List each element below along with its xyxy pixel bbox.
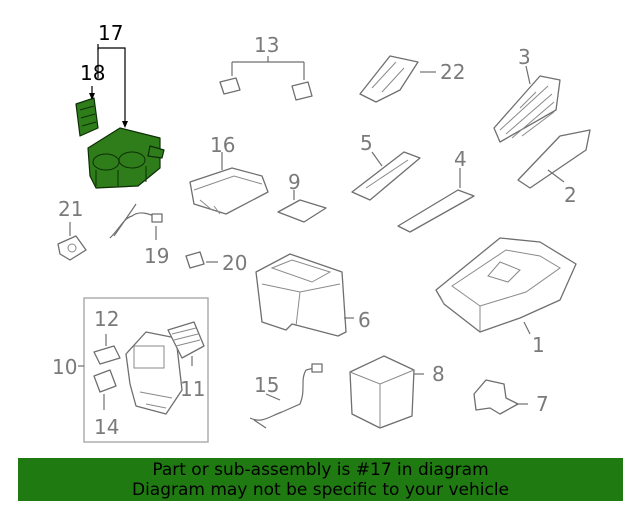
- info-banner: Part or sub-assembly is #17 in diagram D…: [18, 458, 623, 501]
- arrow-17: [122, 121, 128, 128]
- part-18-insert[interactable]: [75, 97, 99, 137]
- callout-20[interactable]: 20: [222, 251, 247, 275]
- leader-13: [231, 56, 305, 80]
- callout-14[interactable]: 14: [94, 415, 119, 439]
- callout-6[interactable]: 6: [358, 308, 371, 332]
- callout-9[interactable]: 9: [288, 170, 301, 194]
- part-1-console[interactable]: [435, 237, 577, 333]
- callout-19[interactable]: 19: [144, 244, 169, 268]
- callout-3[interactable]: 3: [518, 45, 531, 69]
- part-3-trim[interactable]: [493, 75, 561, 143]
- part-21-switch[interactable]: [57, 235, 87, 261]
- leader-3: [525, 65, 531, 85]
- callout-1[interactable]: 1: [532, 333, 545, 357]
- part-6-frame[interactable]: [255, 253, 347, 337]
- callout-4[interactable]: 4: [454, 147, 467, 171]
- callout-16[interactable]: 16: [210, 133, 235, 157]
- callout-18[interactable]: 18: [80, 61, 105, 85]
- banner-line-1: Part or sub-assembly is #17 in diagram: [152, 460, 489, 480]
- callout-5[interactable]: 5: [360, 131, 373, 155]
- callout-17[interactable]: 17: [98, 21, 123, 45]
- leader-1: [523, 321, 531, 335]
- leader-17: [97, 47, 126, 125]
- part-4-trim[interactable]: [397, 189, 475, 233]
- callout-12[interactable]: 12: [94, 307, 119, 331]
- callout-15[interactable]: 15: [254, 373, 279, 397]
- leader-5: [371, 151, 383, 167]
- part-15-cable[interactable]: [249, 363, 323, 429]
- leader-2: [547, 169, 565, 183]
- part-9-pad[interactable]: [277, 199, 327, 223]
- part-10-bezel[interactable]: [125, 331, 183, 415]
- leader-15: [265, 393, 281, 401]
- callout-8[interactable]: 8: [432, 362, 445, 386]
- part-13-clips[interactable]: [219, 77, 313, 101]
- part-11-vent[interactable]: [167, 321, 205, 359]
- part-12-switch[interactable]: [93, 345, 121, 365]
- part-16-armrest-lid[interactable]: [189, 167, 269, 215]
- arrow-18: [89, 93, 95, 100]
- banner-line-2: Diagram may not be specific to your vehi…: [131, 480, 509, 500]
- parts-diagram: 1 2 3 4 5 6 7 8 9 10 11 12 13 14 15 16 1…: [52, 21, 591, 443]
- part-14-switch[interactable]: [93, 369, 117, 393]
- callout-11[interactable]: 11: [180, 377, 205, 401]
- part-5-trim[interactable]: [351, 151, 421, 201]
- part-8-bin[interactable]: [349, 355, 415, 429]
- callout-22[interactable]: 22: [440, 60, 465, 84]
- part-7-bracket[interactable]: [473, 379, 519, 415]
- callout-2[interactable]: 2: [564, 183, 577, 207]
- callout-10[interactable]: 10: [52, 355, 77, 379]
- part-17-cup-holder[interactable]: [87, 127, 165, 189]
- part-22-panel[interactable]: [359, 55, 419, 103]
- callout-21[interactable]: 21: [58, 197, 83, 221]
- callout-7[interactable]: 7: [536, 392, 549, 416]
- part-10-group-box: [83, 297, 209, 443]
- part-19-harness[interactable]: [109, 203, 163, 239]
- callout-13[interactable]: 13: [254, 33, 279, 57]
- part-20-bracket[interactable]: [185, 251, 205, 269]
- part-2-trim[interactable]: [517, 129, 591, 189]
